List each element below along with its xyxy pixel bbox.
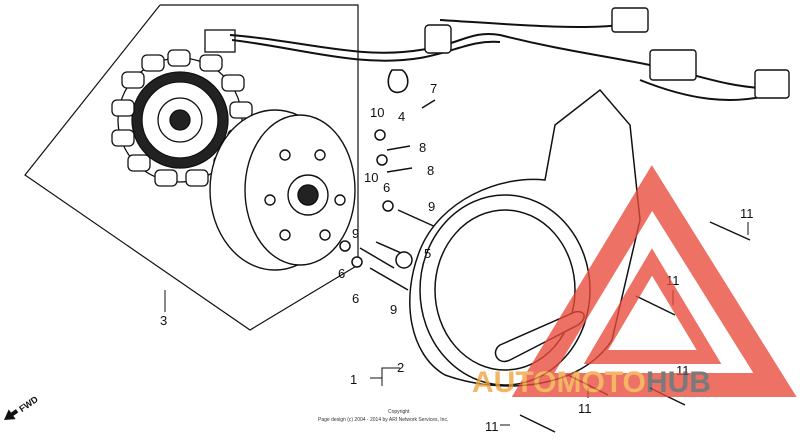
callout-8: 8 [419,140,426,155]
callout-9: 9 [428,199,435,214]
callout-2: 2 [397,360,404,375]
watermark-text-hub: HUB [646,366,711,399]
connector[interactable] [424,7,790,99]
callout-6: 6 [338,266,345,281]
callout-7: 7 [430,81,437,96]
callout-11: 11 [578,401,592,416]
copyright-notice: Copyright Page design (c) 2004 - 2014 by… [318,409,448,423]
callout-11: 11 [485,419,499,434]
callout-8: 8 [427,163,434,178]
callout-11: 11 [740,206,754,221]
callout-9: 9 [390,302,397,317]
flywheel-rotor[interactable] [209,109,356,271]
stator[interactable] [111,29,253,187]
copyright-line2: Page design (c) 2004 - 2014 by ARI Netwo… [318,417,448,423]
svg-text:AUTOMOTOHUB: AUTOMOTOHUB [472,366,711,399]
watermark-text-automoto: AUTOMOTO [472,366,646,399]
fwd-arrow-icon [4,409,19,420]
automotohub-watermark: AUTOMOTOHUB [472,165,797,399]
callout-1: 1 [350,372,357,387]
callout-6: 6 [383,180,390,195]
watermark-triangle-icon [511,165,797,397]
copyright-line1: Copyright [388,409,410,415]
fwd-indicator: FWD [4,394,40,420]
callout-3: 3 [160,313,167,328]
callout-10: 10 [364,170,378,185]
clamp[interactable] [387,69,409,94]
fwd-label: FWD [17,394,40,414]
callout-5: 5 [424,246,431,261]
stator-frame-outline [24,4,359,331]
callout-10: 10 [370,105,384,120]
callout-9: 9 [352,226,359,241]
callout-6: 6 [352,291,359,306]
callout-4: 4 [398,109,405,124]
